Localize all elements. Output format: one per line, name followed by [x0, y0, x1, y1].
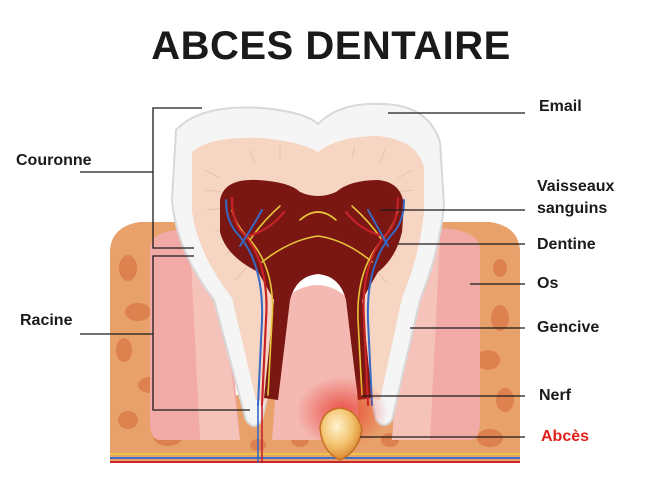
label-email: Email	[539, 96, 582, 117]
label-nerf: Nerf	[539, 385, 571, 406]
label-os: Os	[537, 273, 558, 294]
label-couronne: Couronne	[16, 150, 92, 171]
label-sanguins: sanguins	[537, 198, 607, 219]
label-dentine: Dentine	[537, 234, 596, 255]
label-vaisseaux: Vaisseaux	[537, 176, 614, 197]
label-abces: Abcès	[541, 426, 589, 447]
label-racine: Racine	[20, 310, 72, 331]
label-gencive: Gencive	[537, 317, 599, 338]
